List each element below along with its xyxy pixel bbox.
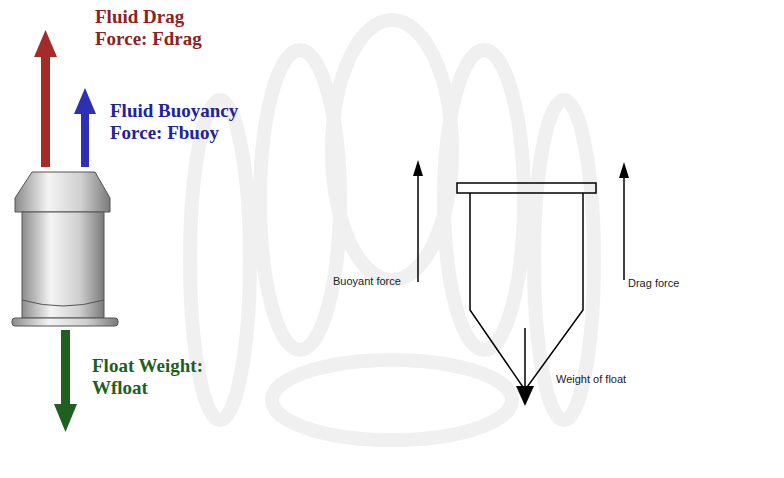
float-3d (12, 172, 118, 326)
watermark (190, 20, 594, 440)
force-label: Buoyant force (333, 275, 423, 288)
force-arrows (34, 30, 96, 432)
force-label: Fluid Buoyancy Force: Fbuoy (110, 100, 260, 144)
schematic-arrowheads (413, 160, 629, 406)
force-label: Weight of float (556, 373, 666, 386)
float-schematic (418, 172, 624, 398)
force-label: Fluid Drag Force: Fdrag (95, 6, 215, 50)
force-label: Drag force (628, 277, 718, 290)
force-label: Float Weight: Wfloat (92, 355, 252, 399)
